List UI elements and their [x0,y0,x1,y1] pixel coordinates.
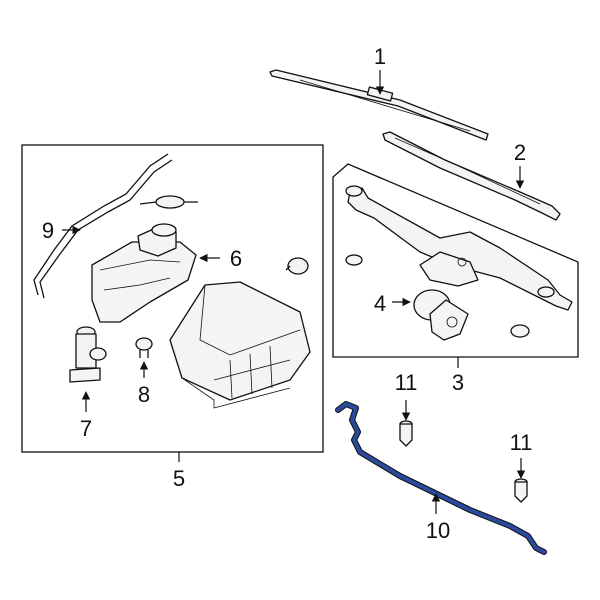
clip-lower[interactable] [514,478,528,503]
callout-8: 8 [138,382,150,407]
wiper-arm[interactable] [382,131,561,221]
callout-9: 9 [42,218,54,243]
clip-upper[interactable] [399,420,413,447]
callout-11a: 11 [395,370,418,395]
callout-11b: 11 [510,430,533,455]
wiper-linkage[interactable] [345,185,573,338]
callout-3: 3 [452,370,464,395]
level-sensor[interactable] [285,257,309,275]
callout-5: 5 [173,466,185,491]
callout-2: 2 [514,140,526,165]
washer-reservoir[interactable] [91,223,197,323]
reservoir-bucket[interactable] [169,281,311,409]
grommet[interactable] [135,337,153,358]
washer-pump[interactable] [69,326,107,383]
callout-6: 6 [230,246,242,271]
washer-reservoir-group-frame [21,144,324,453]
callout-10: 10 [426,518,450,543]
washer-hose-highlighted[interactable] [335,401,547,555]
washer-hose[interactable] [33,153,198,299]
callout-4: 4 [374,291,386,316]
callout-7: 7 [80,416,92,441]
wiper-motor[interactable] [413,289,469,341]
callout-1: 1 [374,44,386,69]
wiper-linkage-group-frame [332,163,579,358]
wiper-blade[interactable] [269,69,489,141]
